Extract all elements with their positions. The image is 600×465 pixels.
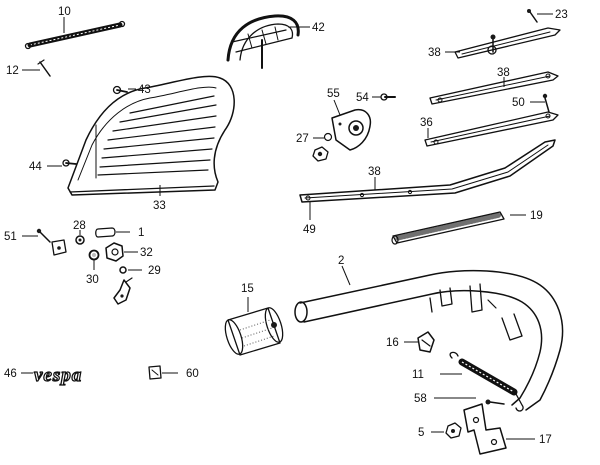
spring-10: [24, 20, 126, 50]
screw-23: [527, 9, 538, 23]
vespa-badge-46: vespa: [33, 364, 82, 386]
hook-bracket: [113, 277, 133, 305]
pin-1: [95, 227, 116, 238]
vespa-logo: vespa: [34, 365, 82, 386]
clip-55: [331, 108, 372, 151]
strip-38-top: [454, 27, 561, 59]
screw-51: [36, 228, 51, 243]
callout-50: 50: [512, 97, 525, 109]
callout-38-mid: 38: [497, 67, 510, 79]
callout-36: 36: [420, 117, 433, 129]
clip-plate: [51, 239, 67, 256]
strip-36: [424, 111, 559, 147]
frame-2: [294, 269, 564, 411]
washer-30: [88, 249, 100, 261]
callout-12: 12: [6, 65, 19, 77]
callout-2: 2: [338, 255, 344, 267]
callout-5: 5: [418, 427, 424, 439]
callout-10: 10: [58, 6, 71, 18]
bar-38-long: [299, 139, 556, 203]
callout-27: 27: [296, 133, 309, 145]
callout-51: 51: [4, 231, 17, 243]
washer-28: [75, 235, 85, 245]
callout-15: 15: [241, 283, 254, 295]
tube-19: [391, 211, 505, 245]
callout-1: 1: [138, 227, 144, 239]
screw-44: [62, 159, 77, 167]
callout-49: 49: [303, 224, 316, 236]
pin-12: [37, 59, 51, 77]
callout-44: 44: [29, 161, 42, 173]
nut-27: [312, 132, 333, 162]
callout-30: 30: [86, 274, 99, 286]
callout-55: 55: [327, 88, 340, 100]
callout-17: 17: [539, 434, 552, 446]
nut-5: [445, 422, 462, 439]
callout-11: 11: [412, 369, 424, 381]
screw-54: [380, 93, 396, 101]
screw-43: [112, 85, 128, 95]
callout-28: 28: [73, 220, 86, 232]
washer-29: [119, 266, 127, 274]
knob-32: [105, 242, 124, 262]
callout-38-top: 38: [428, 47, 441, 59]
cylinder-15: [224, 307, 284, 356]
screw-58: [485, 399, 505, 405]
callout-38-long: 38: [368, 166, 381, 178]
bracket-17: [463, 403, 507, 455]
panel-33: [67, 75, 235, 196]
clip-60: [148, 365, 162, 380]
callout-60: 60: [186, 368, 199, 380]
callout-23: 23: [555, 9, 568, 21]
clip-16: [417, 331, 435, 353]
spring-11: [449, 351, 524, 412]
callout-33: 33: [153, 200, 166, 212]
strip-38-mid: [429, 71, 559, 105]
callout-19: 19: [530, 210, 543, 222]
callout-29: 29: [148, 265, 161, 277]
callout-58: 58: [414, 393, 427, 405]
callout-54: 54: [356, 92, 369, 104]
callout-16: 16: [386, 337, 399, 349]
screw-50: [542, 93, 550, 113]
bracket-42: [226, 14, 300, 69]
callout-32: 32: [140, 247, 153, 259]
callout-46: 46: [4, 368, 17, 380]
callout-43: 43: [138, 84, 151, 96]
callout-42: 42: [312, 22, 325, 34]
